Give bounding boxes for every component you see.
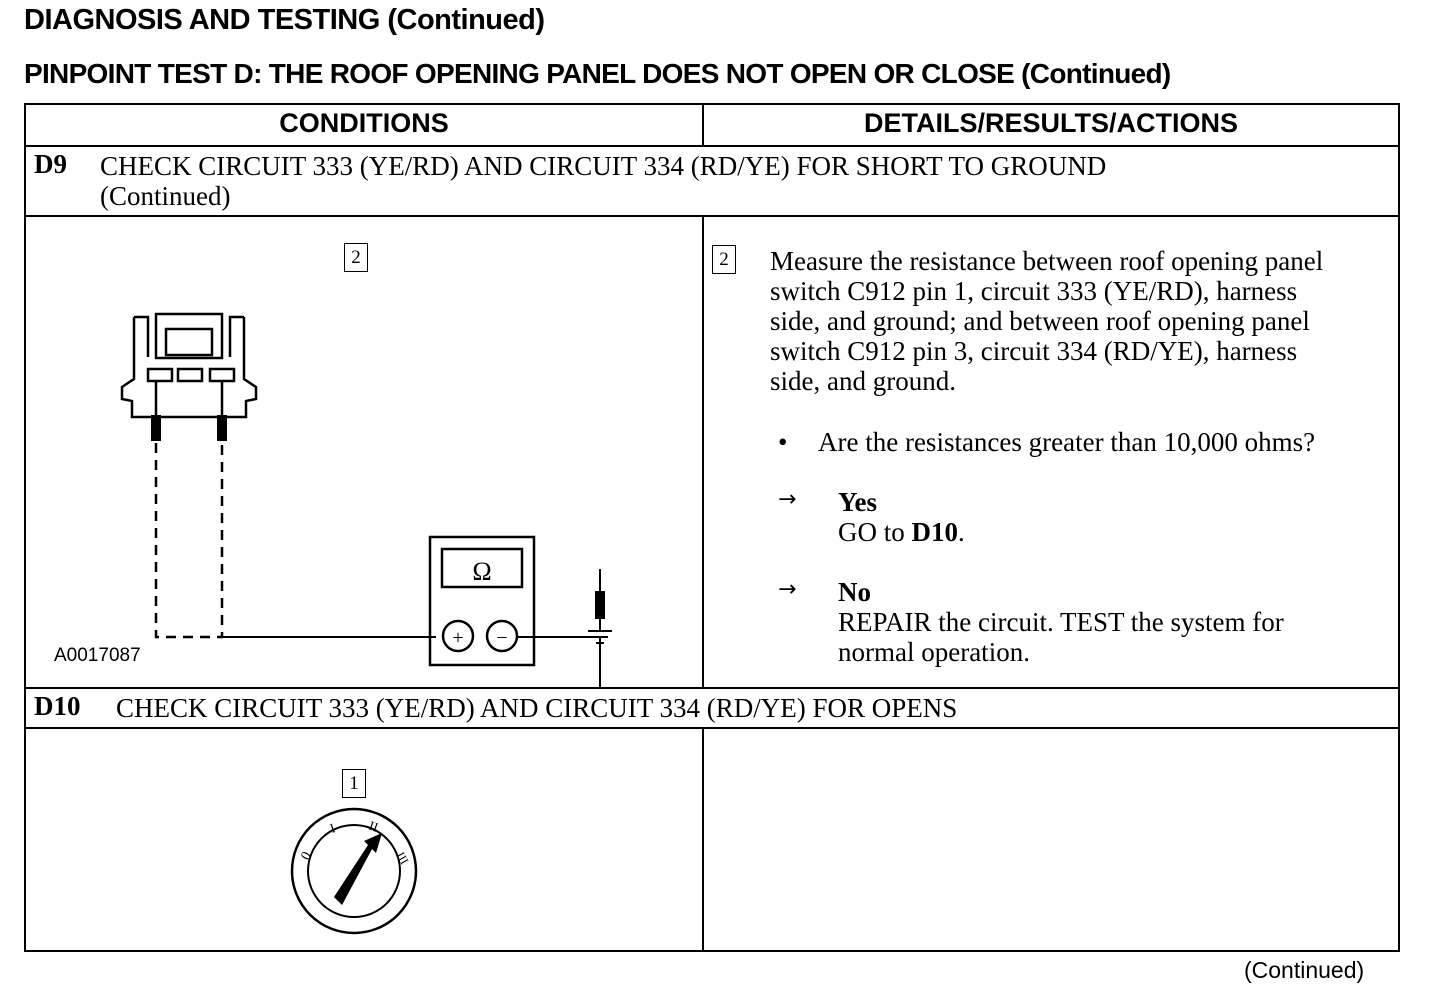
divider	[26, 687, 1398, 689]
no-action-line: REPAIR the circuit. TEST the system for	[838, 607, 1284, 637]
step-title-d10: CHECK CIRCUIT 333 (YE/RD) AND CIRCUIT 33…	[116, 693, 958, 723]
divider	[26, 727, 1398, 729]
instruction-line: switch C912 pin 1, circuit 333 (YE/RD), …	[770, 276, 1298, 306]
probe-leads	[151, 381, 436, 639]
connector-illustration	[120, 312, 258, 419]
step-title-d9: CHECK CIRCUIT 333 (YE/RD) AND CIRCUIT 33…	[100, 151, 1106, 211]
step-id-d9: D9	[34, 149, 67, 179]
plus-terminal: +	[452, 627, 463, 649]
yes-action: GO to D10.	[838, 517, 965, 547]
page-title: DIAGNOSIS AND TESTING (Continued)	[24, 4, 545, 36]
figure-id: A0017087	[54, 645, 141, 666]
yes-action-suffix: .	[958, 517, 965, 547]
ground-symbol	[588, 569, 612, 644]
column-divider	[702, 215, 704, 687]
bullet-dot: •	[778, 427, 788, 457]
instruction-line: switch C912 pin 3, circuit 334 (RD/YE), …	[770, 336, 1298, 366]
instruction-line: Measure the resistance between roof open…	[770, 246, 1324, 276]
step-title-line: (Continued)	[100, 181, 231, 211]
column-divider	[702, 727, 704, 950]
step-title-line: CHECK CIRCUIT 333 (YE/RD) AND CIRCUIT 33…	[100, 151, 1107, 181]
column-header-details: DETAILS/RESULTS/ACTIONS	[863, 108, 1238, 138]
no-action: REPAIR the circuit. TEST the system for …	[838, 607, 1284, 667]
yes-action-target: D10	[911, 517, 959, 547]
yes-action-prefix: GO to	[838, 517, 912, 547]
step-id-d10: D10	[34, 691, 81, 721]
instruction-line: side, and ground; and between roof openi…	[770, 306, 1310, 336]
ohm-symbol: Ω	[472, 557, 491, 586]
column-header-conditions: CONDITIONS	[279, 108, 449, 138]
no-arrow-icon: →	[778, 577, 797, 602]
column-divider	[702, 105, 704, 145]
minus-terminal: −	[496, 627, 507, 649]
footer-continued: (Continued)	[1244, 957, 1365, 983]
ignition-switch-diagram: 0 I II III	[290, 807, 418, 935]
divider	[26, 145, 1398, 147]
figure-step-number: 1	[342, 769, 366, 798]
figure-step-number: 2	[344, 243, 368, 272]
divider	[26, 215, 1398, 217]
no-label: No	[838, 577, 871, 607]
test-question: Are the resistances greater than 10,000 …	[818, 427, 1316, 457]
instruction-line: side, and ground.	[770, 366, 956, 396]
pinpoint-test-heading: PINPOINT TEST D: THE ROOF OPENING PANEL …	[24, 58, 1171, 89]
yes-arrow-icon: →	[778, 487, 797, 512]
key-pointer-icon	[334, 833, 382, 905]
multimeter-diagram: Ω + −	[120, 312, 601, 687]
spacer	[566, 685, 646, 686]
yes-label: Yes	[838, 487, 877, 517]
measurement-instruction: Measure the resistance between roof open…	[770, 246, 1323, 396]
substep-number: 2	[712, 245, 736, 274]
pinpoint-test-table: CONDITIONS DETAILS/RESULTS/ACTIONS D9 CH…	[24, 103, 1400, 952]
dial-position-1: I	[328, 820, 337, 836]
no-action-line: normal operation.	[838, 637, 1030, 667]
